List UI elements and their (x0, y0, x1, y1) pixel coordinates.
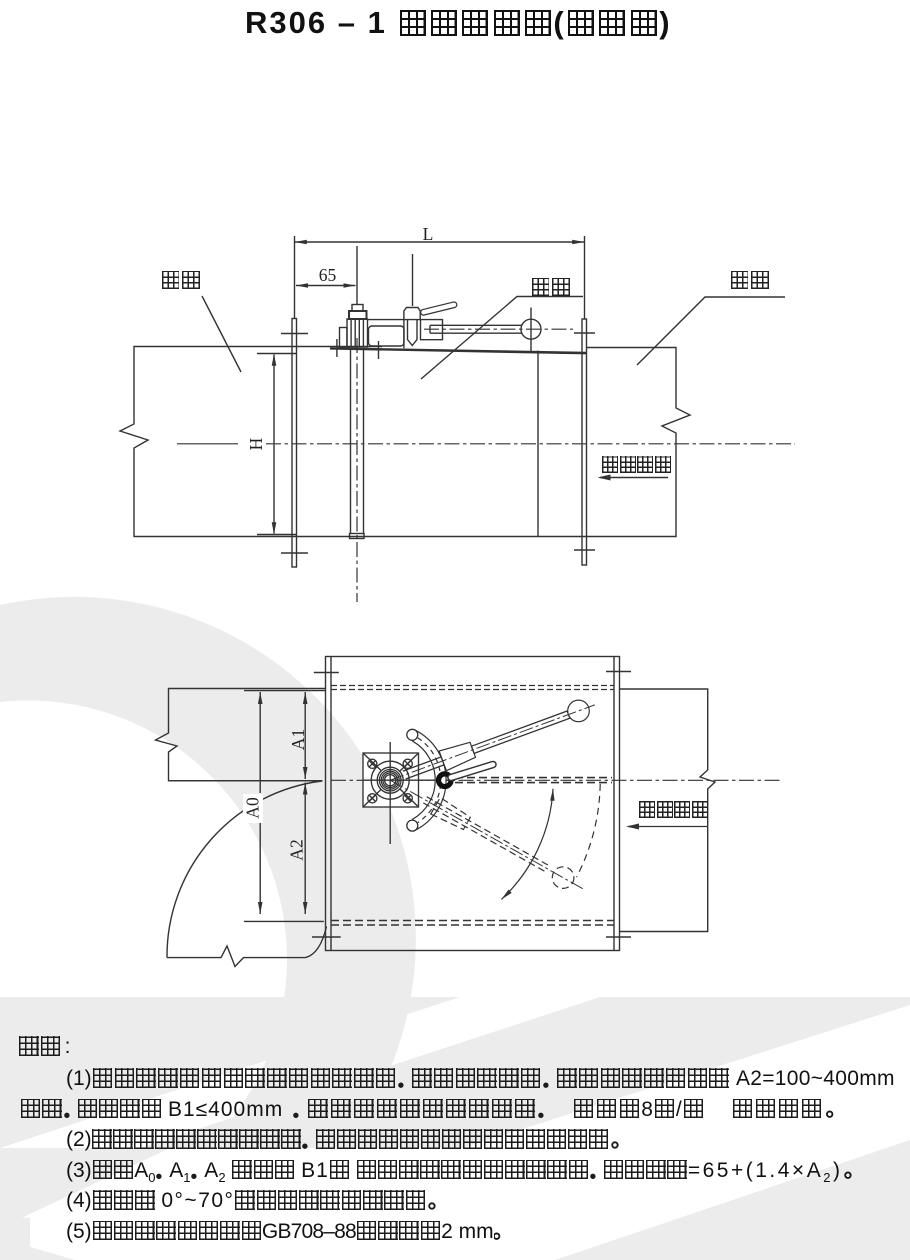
svg-text:H: H (246, 437, 266, 450)
svg-text:A1: A1 (288, 729, 308, 750)
svg-text:A0: A0 (243, 797, 263, 819)
svg-text:A2: A2 (287, 839, 307, 860)
svg-text:L: L (423, 224, 434, 244)
svg-text:65: 65 (319, 265, 337, 285)
